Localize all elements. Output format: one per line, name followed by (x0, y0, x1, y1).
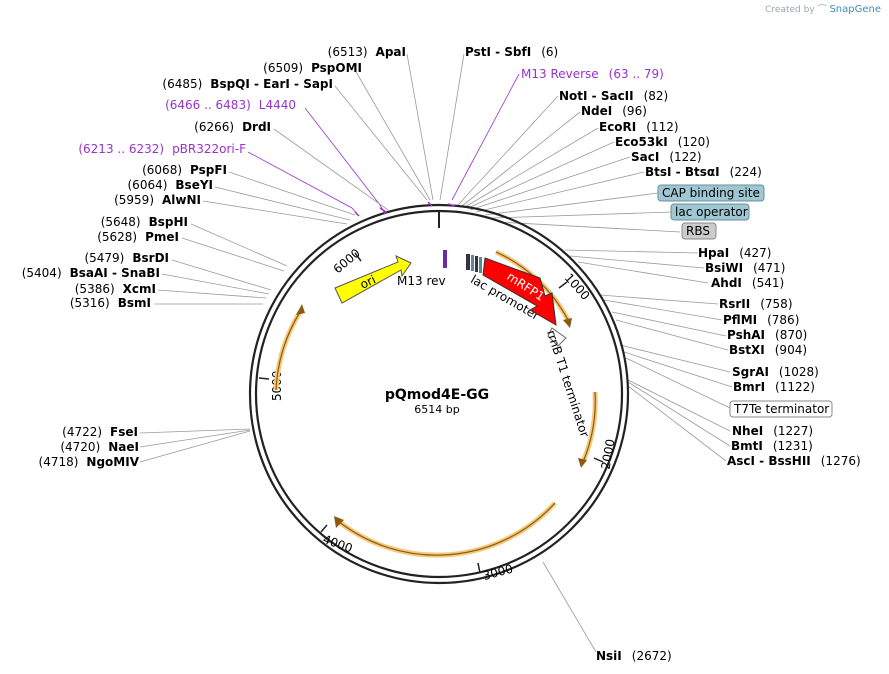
site-eco53ki[interactable]: Eco53kI(120) (615, 135, 710, 149)
site-pspomi[interactable]: (6509)PspOMI (263, 61, 362, 75)
snapgene-logo-icon: ⌒ (817, 5, 827, 15)
site-rsrii[interactable]: RsrII(758) (719, 297, 793, 311)
site-asci[interactable]: AscI - BssHII(1276) (727, 454, 861, 468)
tick-6000: 6000 (331, 246, 363, 276)
snapgene-credit: Created by ⌒ SnapGene (765, 2, 881, 15)
primer-l4440[interactable]: (6466 .. 6483)L4440 (165, 98, 296, 112)
site-bmti[interactable]: BmtI(1231) (731, 439, 813, 453)
site-ahdi[interactable]: AhdI(541) (711, 276, 784, 290)
site-nhei[interactable]: NheI(1227) (732, 424, 813, 438)
m13rev-label: M13 rev (397, 274, 446, 288)
orf-arrow-2-icon (578, 458, 587, 468)
ori-feature[interactable] (334, 255, 412, 304)
site-noti[interactable]: NotI - SacII(82) (559, 89, 668, 103)
lac-operator-box[interactable] (670, 203, 750, 221)
site-ecori[interactable]: EcoRI(112) (599, 120, 679, 134)
plasmid-length: 6514 bp (414, 403, 459, 416)
orf-arrow-4-icon (296, 304, 305, 315)
site-bsiwi[interactable]: BsiWI(471) (705, 261, 785, 275)
site-ngomiv[interactable]: (4718)NgoMIV (39, 455, 140, 469)
lac-promoter-feature[interactable] (466, 254, 482, 273)
backbone-inner (254, 209, 624, 579)
site-fsei[interactable]: (4722)FseI (62, 425, 138, 439)
tick-2000: 2000 (599, 438, 618, 471)
l4440-end-marker (427, 201, 433, 207)
t7te-box[interactable] (729, 400, 833, 418)
tick-4000: 4000 (321, 532, 354, 556)
credit-prefix: Created by (765, 5, 815, 15)
site-pflmi[interactable]: PflMI(786) (723, 313, 799, 327)
backbone-outer (248, 203, 630, 585)
cap-binding-label: CAP binding site (662, 186, 760, 200)
t7te-label: T7Te terminator (733, 402, 829, 416)
left-leader-lines (139, 53, 434, 463)
cap-binding-box[interactable] (657, 184, 765, 202)
site-alwni[interactable]: (5959)AlwNI (114, 193, 201, 207)
orf-arrow-1-icon (563, 318, 572, 328)
lac-operator-label: lac operator (675, 205, 748, 219)
site-naei[interactable]: (4720)NaeI (60, 440, 139, 454)
site-pspfi[interactable]: (6068)PspFI (142, 163, 227, 177)
credit-brand: SnapGene (829, 4, 881, 15)
site-bstxi[interactable]: BstXI(904) (729, 343, 807, 357)
pbr322ori-primer-marker[interactable] (354, 211, 360, 217)
ori-label: ori (358, 272, 378, 291)
site-psti[interactable]: PstI - SbfI(6) (465, 45, 558, 59)
feature-boxes: CAP binding site lac operator RBS T7Te t… (657, 184, 833, 418)
orf-arrow-3-icon (334, 516, 344, 528)
site-saci[interactable]: SacI(122) (631, 150, 702, 164)
site-bspqi[interactable]: (6485)BspQI - EarI - SapI (162, 77, 333, 91)
primer-pbr322ori-f[interactable]: (6213 .. 6232)pBR322ori-F (78, 142, 246, 156)
m13rev-marker[interactable] (443, 250, 447, 268)
site-bsmi[interactable]: (5316)BsmI (70, 296, 151, 310)
tick-3000: 3000 (481, 562, 514, 583)
site-bsrdi[interactable]: (5479)BsrDI (84, 251, 169, 265)
rbs-box[interactable] (681, 222, 717, 240)
plasmid-name: pQmod4E-GG (385, 387, 489, 403)
rbs-label: RBS (686, 224, 710, 238)
site-pshai[interactable]: PshAI(870) (727, 328, 807, 342)
site-bsaai[interactable]: (5404)BsaAI - SnaBI (22, 266, 160, 280)
tick-marks (258, 252, 604, 574)
site-bsphi[interactable]: (5648)BspHI (101, 215, 188, 229)
right-leader-lines (439, 53, 733, 653)
site-nsii[interactable]: NsiI(2672) (596, 649, 672, 663)
rrnb-terminator-label: rrnB T1 terminator (544, 328, 592, 439)
site-hpai[interactable]: HpaI(427) (698, 246, 771, 260)
left-site-labels: (6513)ApaI (6509)PspOMI (6485)BspQI - Ea… (22, 45, 406, 469)
primer-m13-reverse[interactable]: M13 Reverse(63 .. 79) (521, 67, 664, 81)
site-pmei[interactable]: (5628)PmeI (97, 230, 179, 244)
l4440-primer-marker[interactable] (379, 207, 388, 215)
site-xcmi[interactable]: (5386)XcmI (75, 282, 156, 296)
mrfp1-feature[interactable] (482, 257, 557, 326)
site-btsi[interactable]: BtsI - BtsαI(224) (645, 165, 762, 179)
site-bseyi[interactable]: (6064)BseYI (128, 178, 214, 192)
site-bmri[interactable]: BmrI(1122) (733, 380, 815, 394)
rrnb-terminator-feature[interactable] (547, 327, 567, 347)
site-drdi[interactable]: (6266)DrdI (194, 120, 271, 134)
site-apai[interactable]: (6513)ApaI (328, 45, 406, 59)
right-site-labels: PstI - SbfI(6) M13 Reverse(63 .. 79) Not… (465, 45, 861, 663)
site-sgrai[interactable]: SgrAI(1028) (732, 365, 819, 379)
site-ndei[interactable]: NdeI(96) (581, 104, 647, 118)
m13-reverse-primer-marker[interactable] (447, 203, 456, 207)
